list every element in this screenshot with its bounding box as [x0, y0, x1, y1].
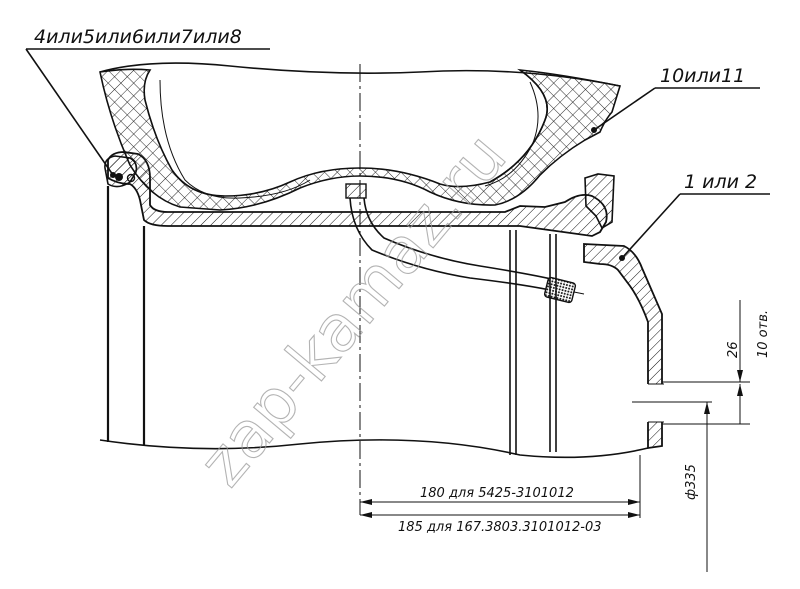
dim-holes-count: 10 отв. [756, 310, 771, 358]
callout-parts-1-2-label: 1 или 2 [684, 171, 757, 193]
callout-parts-4-8-label: 4или5или6или7или8 [34, 26, 242, 48]
dim-offset-185: 185 для 167.3803.3101012-03 [398, 520, 602, 535]
rim-walls [99, 186, 649, 459]
offset-dimensions: 180 для 5425-3101012 185 для 167.3803.31… [360, 455, 641, 535]
dim-holes-26: 26 [726, 341, 741, 358]
tire-section [99, 62, 622, 211]
callout-parts-10-11: 10или11 [591, 65, 760, 133]
dim-offset-180: 180 для 5425-3101012 [420, 486, 574, 501]
watermark: zap-kamaz.ru [186, 120, 522, 500]
valve-stem [345, 183, 585, 304]
wheel-disc [583, 243, 666, 450]
rim-base [104, 151, 615, 237]
callout-parts-1-2: 1 или 2 [619, 171, 770, 261]
callout-parts-4-8: 4или5или6или7или8 [25, 26, 270, 178]
callout-parts-10-11-label: 10или11 [660, 65, 745, 87]
bolt-hole-dimensions: 26 10 отв. ф335 [632, 300, 771, 572]
inner-tube [159, 79, 539, 199]
dim-diameter-335: ф335 [684, 464, 699, 500]
